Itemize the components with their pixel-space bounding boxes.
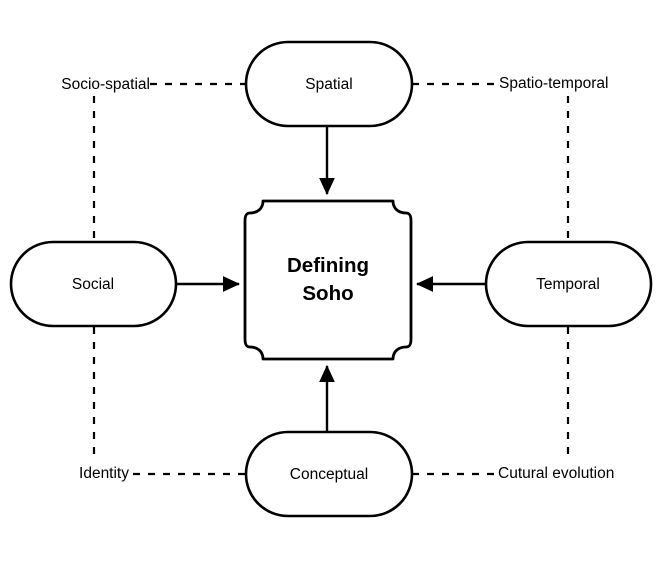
node-spatial[interactable]: Spatial	[244, 40, 414, 128]
node-social[interactable]: Social	[9, 240, 178, 328]
node-center-defining-soho[interactable]: Defining Soho	[243, 199, 413, 361]
node-temporal[interactable]: Temporal	[484, 240, 653, 328]
node-spatial-label: Spatial	[305, 76, 352, 93]
node-conceptual[interactable]: Conceptual	[244, 430, 414, 518]
corner-label-spatio-temporal: Spatio-temporal	[499, 75, 608, 92]
node-conceptual-label: Conceptual	[290, 466, 368, 483]
corner-label-identity: Identity	[79, 465, 129, 482]
center-label-line2: Soho	[302, 282, 353, 305]
corner-label-cutural-evolution: Cutural evolution	[498, 465, 614, 482]
center-label-line1: Defining	[287, 254, 369, 277]
corner-label-socio-spatial: Socio-spatial	[61, 76, 150, 93]
node-social-label: Social	[72, 276, 114, 293]
node-temporal-label: Temporal	[536, 276, 600, 293]
